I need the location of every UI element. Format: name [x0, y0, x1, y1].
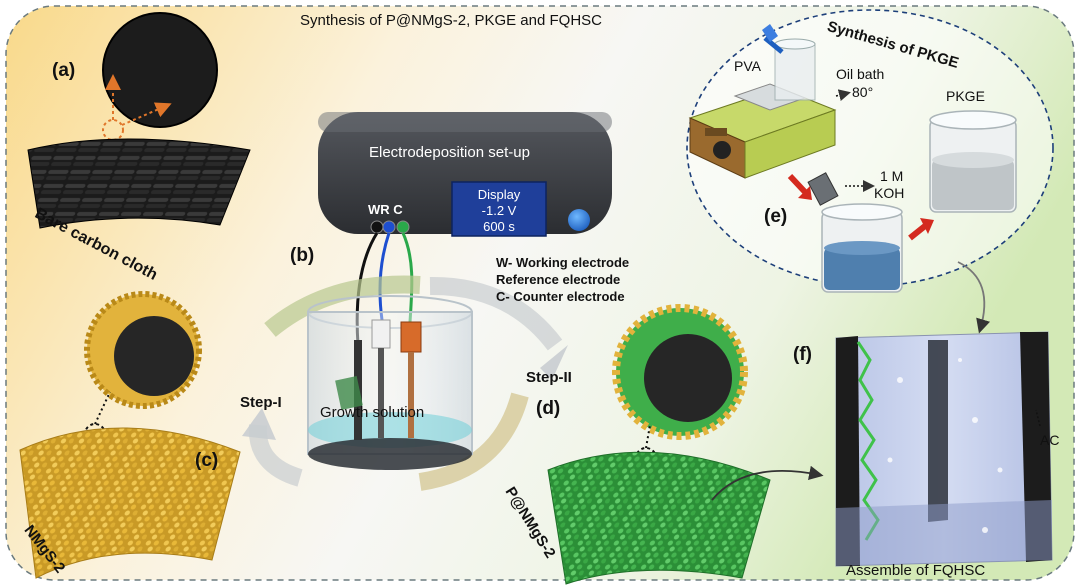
assemble-label: Assemble of FQHSC — [846, 562, 986, 579]
cycle-arrow-top-right — [429, 276, 563, 351]
panel-label-e: (e) — [764, 206, 788, 227]
red-arrow-1-head — [798, 186, 812, 200]
oil-bath-label: Oil bath — [836, 66, 885, 82]
film-piece — [807, 172, 839, 206]
pva-label: PVA — [734, 58, 761, 74]
panel-label-c: (c) — [195, 450, 219, 471]
zoom-line-d — [645, 424, 651, 449]
carbon-fiber-crosssection — [102, 12, 218, 128]
legend-reference-electrode: Reference electrode — [496, 272, 621, 287]
terminal-labels: WR C — [368, 202, 403, 217]
legend-working-electrode: W- Working electrode — [496, 255, 630, 270]
nmgs2-fiber — [84, 291, 202, 409]
hotplate-stirrer — [688, 24, 837, 179]
potentiostat-device — [318, 112, 612, 237]
arrow-to-assembly — [711, 465, 824, 501]
koh-beaker — [821, 203, 903, 293]
panel-label-a: (a) — [52, 60, 76, 81]
zoom-arrow-a2 — [121, 102, 172, 126]
electrolysis-beaker — [307, 295, 473, 470]
pkge-label: PKGE — [946, 88, 985, 104]
pnmgs2-fiber — [612, 304, 748, 440]
diagram-title: Synthesis of P@NMgS-2, PKGE and FQHSC — [300, 12, 602, 29]
pnmgs2-cloth — [547, 451, 771, 585]
legend-counter-electrode: C- Counter electrode — [496, 289, 625, 304]
step-1-label: Step-I — [240, 394, 282, 411]
arrow-to-cell — [957, 261, 990, 334]
growth-solution-label: Growth solution — [320, 404, 425, 421]
display-line-3: 600 s — [483, 219, 515, 234]
cycle-arrow-top-left — [264, 275, 421, 337]
red-arrow-1-shaft — [787, 173, 808, 195]
ac-label: AC — [1040, 432, 1060, 448]
pkge-beaker — [929, 110, 1017, 213]
oil-temp-label: 80° — [852, 84, 874, 100]
panel-label-b: (b) — [290, 245, 315, 266]
device-screen — [451, 181, 547, 237]
panel-label-f: (f) — [793, 344, 812, 365]
red-arrow-2-head — [920, 218, 934, 234]
display-line-2: -1.2 V — [481, 203, 517, 218]
setup-title: Electrodeposition set-up — [369, 144, 530, 161]
panel-label-d: (d) — [536, 398, 561, 419]
red-arrow-2-shaft — [908, 223, 927, 241]
display-line-1: Display — [477, 187, 521, 202]
koh-concentration-label: 1 M — [880, 168, 904, 184]
koh-label: KOH — [874, 185, 905, 201]
zoom-circle-a — [102, 119, 124, 141]
step-2-label: Step-II — [526, 369, 572, 386]
fqhsc-cell — [835, 331, 1053, 567]
cycle-arrow-bottom-right — [418, 392, 529, 491]
device-knob — [568, 209, 590, 231]
zoom-line-c — [94, 391, 111, 425]
bare-carbon-cloth — [27, 138, 251, 229]
nmgs2-cloth — [19, 427, 241, 579]
ac-pointer — [1035, 409, 1041, 427]
